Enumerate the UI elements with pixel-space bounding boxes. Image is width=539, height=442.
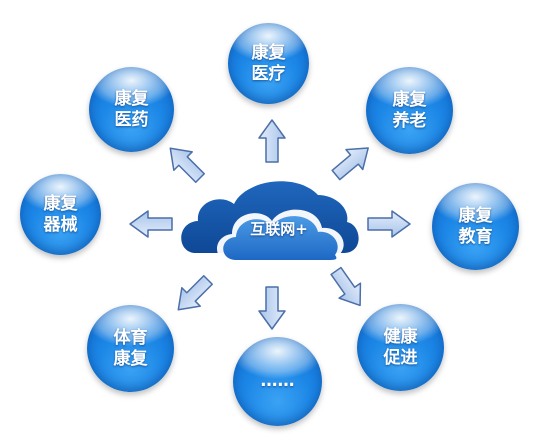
node-rehab-medicine: 康复 医药 <box>89 67 174 152</box>
node-label-line2: 养老 <box>392 110 427 131</box>
node-label-line1: 康复 <box>114 88 149 109</box>
node-label-line2: 促进 <box>383 347 418 368</box>
arrow-down-right <box>324 262 372 314</box>
node-rehab-equipment: 康复 器械 <box>20 174 101 255</box>
arrow-down-left <box>168 270 218 320</box>
node-label-line2: 教育 <box>458 226 493 247</box>
arrow-down <box>258 286 286 330</box>
node-sports-rehab: 体育 康复 <box>87 305 174 392</box>
arrow-up <box>258 119 286 163</box>
node-label-line1: 康复 <box>458 205 493 226</box>
node-label-line1: 康复 <box>43 193 78 214</box>
node-label-line2: 医疗 <box>251 63 286 84</box>
arrow-up-right <box>326 137 378 186</box>
node-rehab-elderly-care: 康复 养老 <box>366 67 453 154</box>
cloud-label: 互联网+ <box>250 220 308 238</box>
node-rehab-education: 康复 教育 <box>432 183 519 270</box>
node-label-line1: 健康 <box>383 326 418 347</box>
node-label-line1: 康复 <box>392 89 427 110</box>
node-label-line2: 康复 <box>113 348 148 369</box>
node-more: …… <box>233 337 322 426</box>
node-label-ellipsis: …… <box>260 371 295 391</box>
node-health-promotion: 健康 促进 <box>357 304 444 391</box>
node-rehab-medical: 康复 医疗 <box>228 23 309 104</box>
node-label-line2: 医药 <box>114 109 149 130</box>
node-label-line1: 康复 <box>251 42 286 63</box>
arrow-left <box>129 210 173 238</box>
node-label-line2: 器械 <box>43 214 78 235</box>
arrow-up-left <box>160 138 210 188</box>
cloud-icon <box>181 181 359 262</box>
node-label-line1: 体育 <box>113 327 148 348</box>
arrow-right <box>367 210 411 238</box>
